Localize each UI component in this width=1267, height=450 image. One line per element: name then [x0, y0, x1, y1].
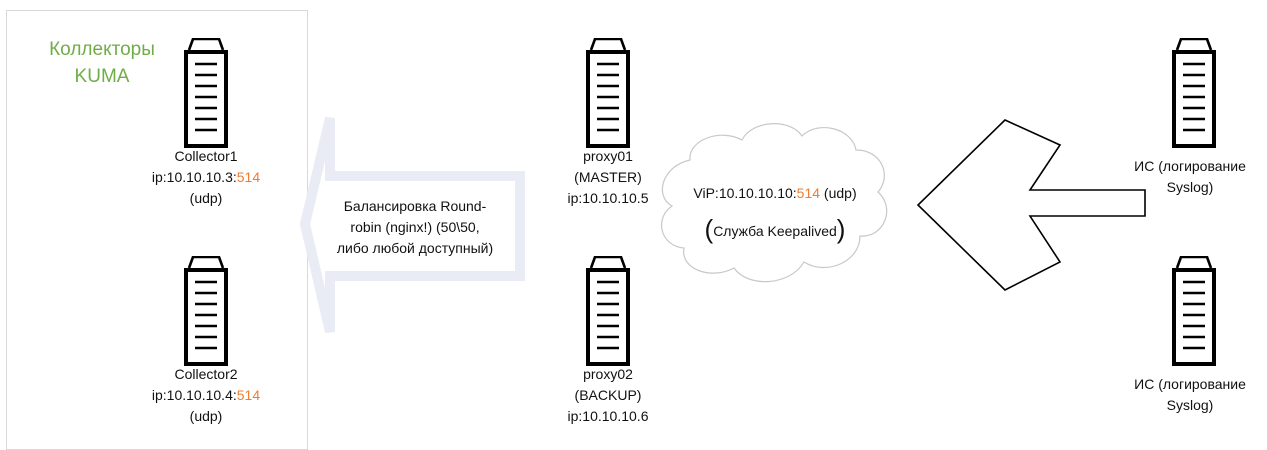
proxy01-ip: ip:10.10.10.5 — [567, 190, 649, 206]
vip-proto: (udp) — [820, 185, 857, 201]
proxy02-name: proxy02 — [583, 366, 633, 382]
source2-label: ИС (логирование Syslog) — [1120, 374, 1260, 416]
vip-cloud-shape — [661, 123, 888, 283]
source2-line2: Syslog) — [1166, 397, 1214, 413]
source1-line1: ИС (логирование — [1134, 158, 1246, 174]
collector1-label: Collector1 ip:10.10.10.3:514 (udp) — [136, 146, 276, 209]
source2-server-icon — [1169, 256, 1219, 366]
balancer-line1: Балансировка Round- — [343, 198, 487, 214]
collector2-label: Collector2 ip:10.10.10.4:514 (udp) — [136, 364, 276, 427]
source1-server-icon — [1169, 38, 1219, 148]
collector2-port: 514 — [236, 387, 261, 403]
collector1-proto: (udp) — [189, 190, 223, 206]
source1-label: ИС (логирование Syslog) — [1120, 156, 1260, 198]
vip-address: ViP:10.10.10.10:514 (udp) — [670, 183, 880, 204]
vip-port: 514 — [796, 185, 821, 201]
vip-ip: ViP:10.10.10.10: — [693, 185, 797, 201]
collector2-server-icon — [181, 256, 231, 366]
balancer-description: Балансировка Round- robin (nginx!) (50\5… — [318, 196, 512, 259]
source2-line1: ИС (логирование — [1134, 376, 1246, 392]
keepalived-text: Служба Keepalived — [713, 223, 837, 239]
keepalived-close-paren: ) — [836, 214, 846, 244]
proxy01-label: proxy01 (MASTER) ip:10.10.10.5 — [548, 146, 668, 209]
collector2-name: Collector2 — [174, 366, 238, 382]
proxy02-ip: ip:10.10.10.6 — [567, 408, 649, 424]
balancer-line3: либо любой доступный) — [336, 240, 494, 256]
balancer-line2: robin (nginx!) (50\50, — [350, 219, 480, 235]
collector1-name: Collector1 — [174, 148, 238, 164]
collector1-ip: ip:10.10.10.3: — [151, 169, 237, 185]
collector1-port: 514 — [236, 169, 261, 185]
collector1-address: ip:10.10.10.3:514 — [136, 167, 276, 188]
collector2-proto: (udp) — [189, 408, 223, 424]
keepalived-open-paren: ( — [704, 214, 714, 244]
syslog-arrow-left-icon — [916, 119, 1146, 291]
collector2-address: ip:10.10.10.4:514 — [136, 385, 276, 406]
keepalived-label: (Служба Keepalived) — [670, 214, 880, 246]
proxy01-role: (MASTER) — [574, 169, 642, 185]
proxy01-name: proxy01 — [583, 148, 633, 164]
collector2-ip: ip:10.10.10.4: — [151, 387, 237, 403]
proxy02-server-icon — [583, 256, 633, 366]
proxy02-role: (BACKUP) — [574, 387, 642, 403]
collectors-group-title: Коллекторы KUMA — [22, 36, 182, 90]
proxy02-label: proxy02 (BACKUP) ip:10.10.10.6 — [548, 364, 668, 427]
group-title-line1: Коллекторы — [49, 39, 155, 60]
group-title-line2: KUMA — [74, 66, 130, 87]
proxy01-server-icon — [583, 38, 633, 148]
source1-line2: Syslog) — [1166, 179, 1214, 195]
collector1-server-icon — [181, 38, 231, 148]
balancer-arrow-left-icon — [299, 116, 525, 334]
